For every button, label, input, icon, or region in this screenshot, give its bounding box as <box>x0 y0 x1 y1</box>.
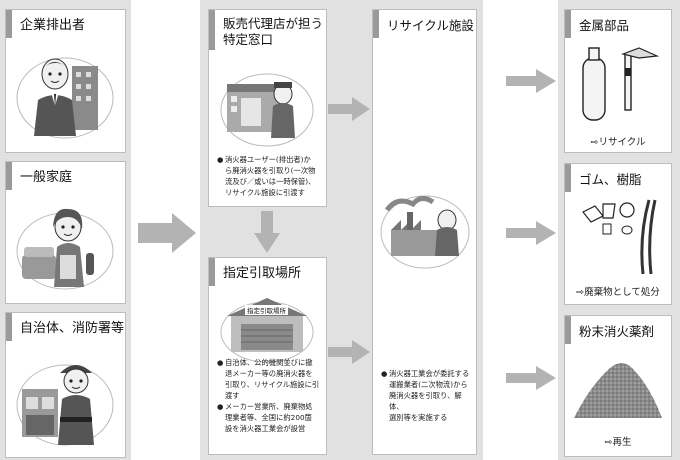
panel-accent-bar <box>565 164 571 192</box>
recycle-title: リサイクル施設 <box>387 18 474 33</box>
panel-accent-bar <box>373 10 379 38</box>
output-title: 粉末消火薬剤 <box>579 324 655 339</box>
collection-text-1-2: 退メーカー等の廃消火器を <box>225 369 313 378</box>
recycle-text-1: 消火器工業会が委託する <box>389 369 470 378</box>
dealer-title-line1: 販売代理店が担う <box>223 16 324 31</box>
collection-text-2-2: 理業者等、全国に約200箇 <box>225 413 312 422</box>
source-title: 一般家庭 <box>20 170 73 185</box>
dealer-text-3: 流及び／或いは一時保管)、 <box>225 177 316 186</box>
panel-accent-bar <box>6 313 12 341</box>
panel-accent-bar <box>209 258 215 286</box>
panel-accent-bar <box>6 162 12 190</box>
source-panel-municipal: 自治体、消防署等 <box>5 312 126 458</box>
firefighter-icon <box>16 364 114 446</box>
bullet-icon: ● <box>381 369 388 378</box>
flow-arrow-down-icon <box>254 211 280 253</box>
flow-arrow-powder-icon <box>506 366 556 390</box>
source-panel-household: 一般家庭 <box>5 161 126 304</box>
source-panel-business: 企業排出者 <box>5 9 126 153</box>
bullet-icon: ● <box>217 402 224 411</box>
source-title: 企業排出者 <box>20 18 86 33</box>
recycle-description: ●消火器工業会が委託する 運搬業者(二次物流)から 廃消火器を引取り、解体、 選… <box>381 368 475 423</box>
flow-arrow-collection-icon <box>328 340 370 364</box>
collection-text-1-1: 自治体、公的機関並びに撤 <box>225 358 313 367</box>
panel-accent-bar <box>565 316 571 344</box>
dealer-text-1: 消火器ユーザー(排出者)か <box>225 155 311 164</box>
recycling-factory-icon <box>380 195 470 269</box>
output-title: 金属部品 <box>579 18 630 33</box>
output-panel-rubber: ゴム、樹脂 ⇨廃棄物として処分 <box>564 163 672 305</box>
recycle-text-3: 廃消火器を引取り、解体、 <box>389 391 462 411</box>
dealer-panel: 販売代理店が担う 特定窓口 ●消火器ユーザー(排出者)か ら廃消火器を引取り(一… <box>208 9 327 207</box>
warehouse-icon <box>220 298 314 363</box>
output-panel-metal: 金属部品 ⇨リサイクル <box>564 9 672 153</box>
recycle-text-4: 選別等を実施する <box>389 413 448 422</box>
flow-arrow-metal-icon <box>506 69 556 93</box>
source-title: 自治体、消防署等 <box>20 321 125 336</box>
panel-accent-bar <box>6 10 12 38</box>
bullet-icon: ● <box>217 358 224 367</box>
dealer-description: ●消火器ユーザー(排出者)か ら廃消火器を引取り(一次物 流及び／或いは一時保管… <box>217 154 325 198</box>
panel-accent-bar <box>565 10 571 38</box>
panel-accent-bar <box>209 10 215 50</box>
powder-pile-icon <box>574 363 662 418</box>
collection-text-1-3: 引取り、リサイクル施設に引 <box>225 380 320 389</box>
businessman-icon <box>16 57 114 139</box>
output-panel-powder: 粉末消火薬剤 ⇨再生 <box>564 315 672 457</box>
collection-title: 指定引取場所 <box>223 266 302 281</box>
output-caption: ⇨再生 <box>604 437 632 448</box>
housewife-icon <box>16 208 114 290</box>
output-caption: ⇨廃棄物として処分 <box>576 287 660 298</box>
collection-text-1-4: 渡す <box>225 391 240 400</box>
flow-arrow-sources-icon <box>138 213 196 253</box>
dealer-title-line2: 特定窓口 <box>223 32 274 47</box>
recycle-text-2: 運搬業者(二次物流)から <box>389 380 468 389</box>
bullet-icon: ● <box>217 155 224 164</box>
flow-arrow-dealer-icon <box>328 97 370 121</box>
dealer-text-4: リサイクル施設に引渡す <box>225 188 305 197</box>
collection-panel: 指定引取場所 指定引取場所 ●自治体、公的機関並びに撤 退メーカー等の廃消火器を… <box>208 257 327 455</box>
flow-arrow-rubber-icon <box>506 221 556 245</box>
dealer-text-2: ら廃消火器を引取り(一次物 <box>225 166 316 175</box>
collection-description: ●自治体、公的機関並びに撤 退メーカー等の廃消火器を 引取り、リサイクル施設に引… <box>217 357 325 434</box>
shop-clerk-icon <box>220 73 314 147</box>
collection-text-2-3: 設を消火器工業会が設営 <box>225 424 306 433</box>
metal-parts-icon <box>582 47 660 121</box>
rubber-parts-icon <box>582 199 657 275</box>
warehouse-sign: 指定引取場所 <box>245 305 288 315</box>
output-title: ゴム、樹脂 <box>579 172 642 187</box>
output-caption: ⇨リサイクル <box>590 137 646 148</box>
recycle-panel: リサイクル施設 ●消火器工業会が委託する 運搬業者(二次物流)から 廃消火器を引… <box>372 9 477 455</box>
collection-text-2-1: メーカー営業所、廃棄物処 <box>225 402 313 411</box>
